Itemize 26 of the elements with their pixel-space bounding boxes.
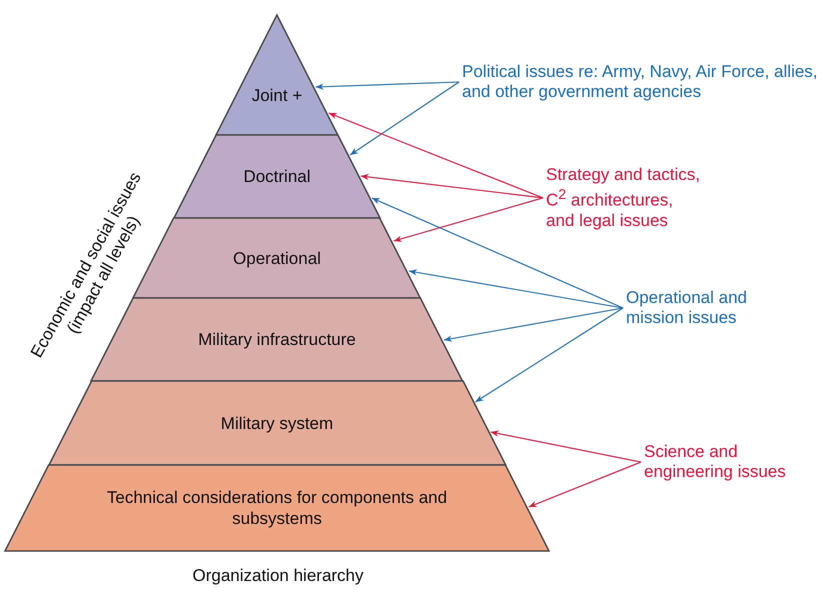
level-label: Doctrinal <box>243 166 311 187</box>
level-label: Technical considerations for components and subsystems <box>106 487 448 529</box>
pyramid-level <box>174 135 380 218</box>
arrow <box>490 430 642 463</box>
annotation-text: Science and engineering issues <box>644 442 824 482</box>
pyramid-level <box>48 381 506 465</box>
annotation-text: Operational and mission issues <box>626 288 776 328</box>
arrow <box>350 82 460 156</box>
level-label: Operational <box>233 248 321 268</box>
annotation-text: Political issues re: Army, Navy, Air Force, allies, and other government agencies <box>462 62 828 102</box>
arrow <box>528 461 642 508</box>
arrow <box>394 197 544 242</box>
arrow <box>316 81 460 90</box>
annotation-text: Strategy and tactics, C$^{2}$ architectures, and legal issues <box>546 165 704 231</box>
arrow <box>444 307 624 342</box>
arrow <box>475 308 624 402</box>
arrow <box>408 269 624 309</box>
arrow <box>360 174 544 198</box>
base-label: Organization hierarchy <box>191 566 365 586</box>
level-label: Military system <box>220 412 334 434</box>
level-label: Joint + <box>252 84 302 106</box>
arrow <box>372 198 624 308</box>
pyramid-level <box>216 15 338 135</box>
arrow <box>328 112 544 198</box>
pyramid-level <box>5 465 549 551</box>
level-label: Military infrastructure <box>198 329 356 350</box>
